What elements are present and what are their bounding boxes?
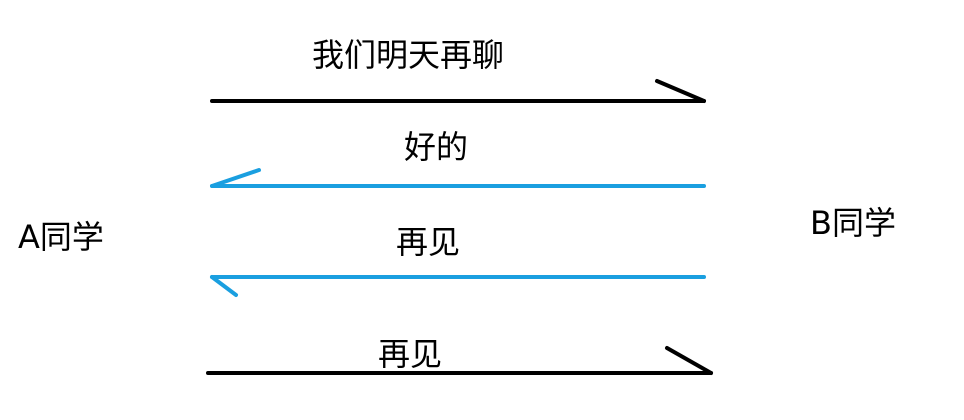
message-arrow-1 (210, 79, 706, 103)
arrow-head-3 (210, 275, 238, 297)
arrow-head-4 (665, 346, 713, 375)
message-arrow-2 (210, 168, 706, 188)
message-label-4: 再见 (378, 335, 442, 373)
participant-left-label: A同学 (18, 218, 104, 256)
message-label-3: 再见 (396, 223, 460, 261)
participant-right-label: B同学 (810, 204, 896, 242)
message-arrow-3 (210, 275, 706, 297)
message-label-2: 好的 (404, 128, 468, 166)
arrow-head-1 (655, 79, 706, 103)
arrow-head-2 (210, 168, 261, 188)
message-arrow-4 (206, 346, 713, 375)
message-label-1: 我们明天再聊 (312, 36, 504, 74)
